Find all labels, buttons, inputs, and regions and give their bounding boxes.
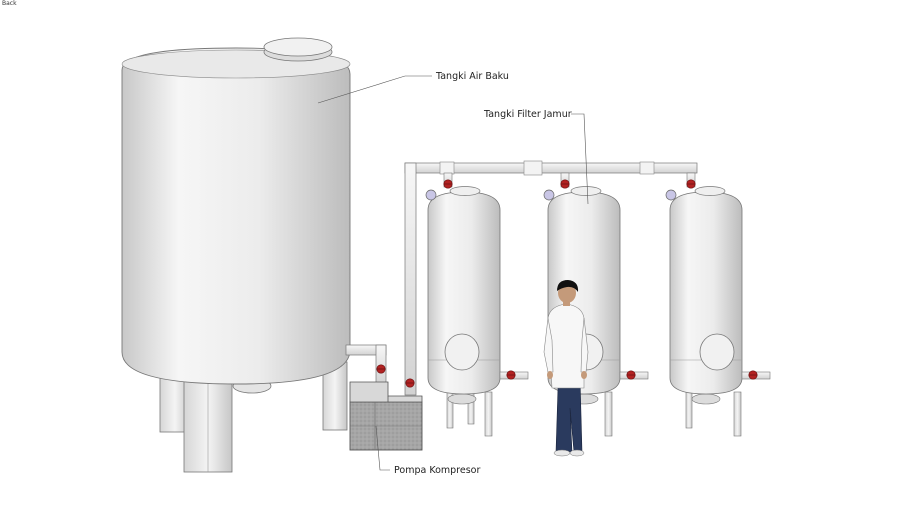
valve-icon — [686, 179, 696, 189]
label-text: Tangki Air Baku — [435, 71, 509, 82]
label-text: Pompa Kompresor — [394, 465, 480, 476]
person-figure — [543, 280, 589, 457]
valve-icon — [748, 370, 758, 380]
valve-icon — [405, 378, 415, 388]
valve-icon — [443, 179, 453, 189]
valve-icon — [626, 370, 636, 380]
raw-water-tank — [121, 37, 387, 473]
compressor-pump — [349, 381, 423, 451]
tank-body — [121, 47, 351, 385]
label-filter-tank: Tangki Filter Jamur — [483, 109, 589, 205]
pressure-gauge-icon — [665, 189, 677, 201]
pressure-gauge-icon — [425, 189, 437, 201]
valve-icon — [506, 370, 516, 380]
manhole-cover — [263, 37, 333, 62]
back-link[interactable]: Back — [2, 0, 17, 7]
pressure-gauge-icon — [543, 189, 555, 201]
label-text: Tangki Filter Jamur — [483, 109, 572, 120]
valve-icon — [376, 364, 386, 374]
valve-icon — [560, 179, 570, 189]
label-raw-water-tank: Tangki Air Baku — [317, 71, 509, 104]
filter-tank-1 — [425, 179, 529, 437]
filter-tank-3 — [665, 179, 771, 437]
label-compressor-pump: Pompa Kompresor — [375, 425, 480, 476]
